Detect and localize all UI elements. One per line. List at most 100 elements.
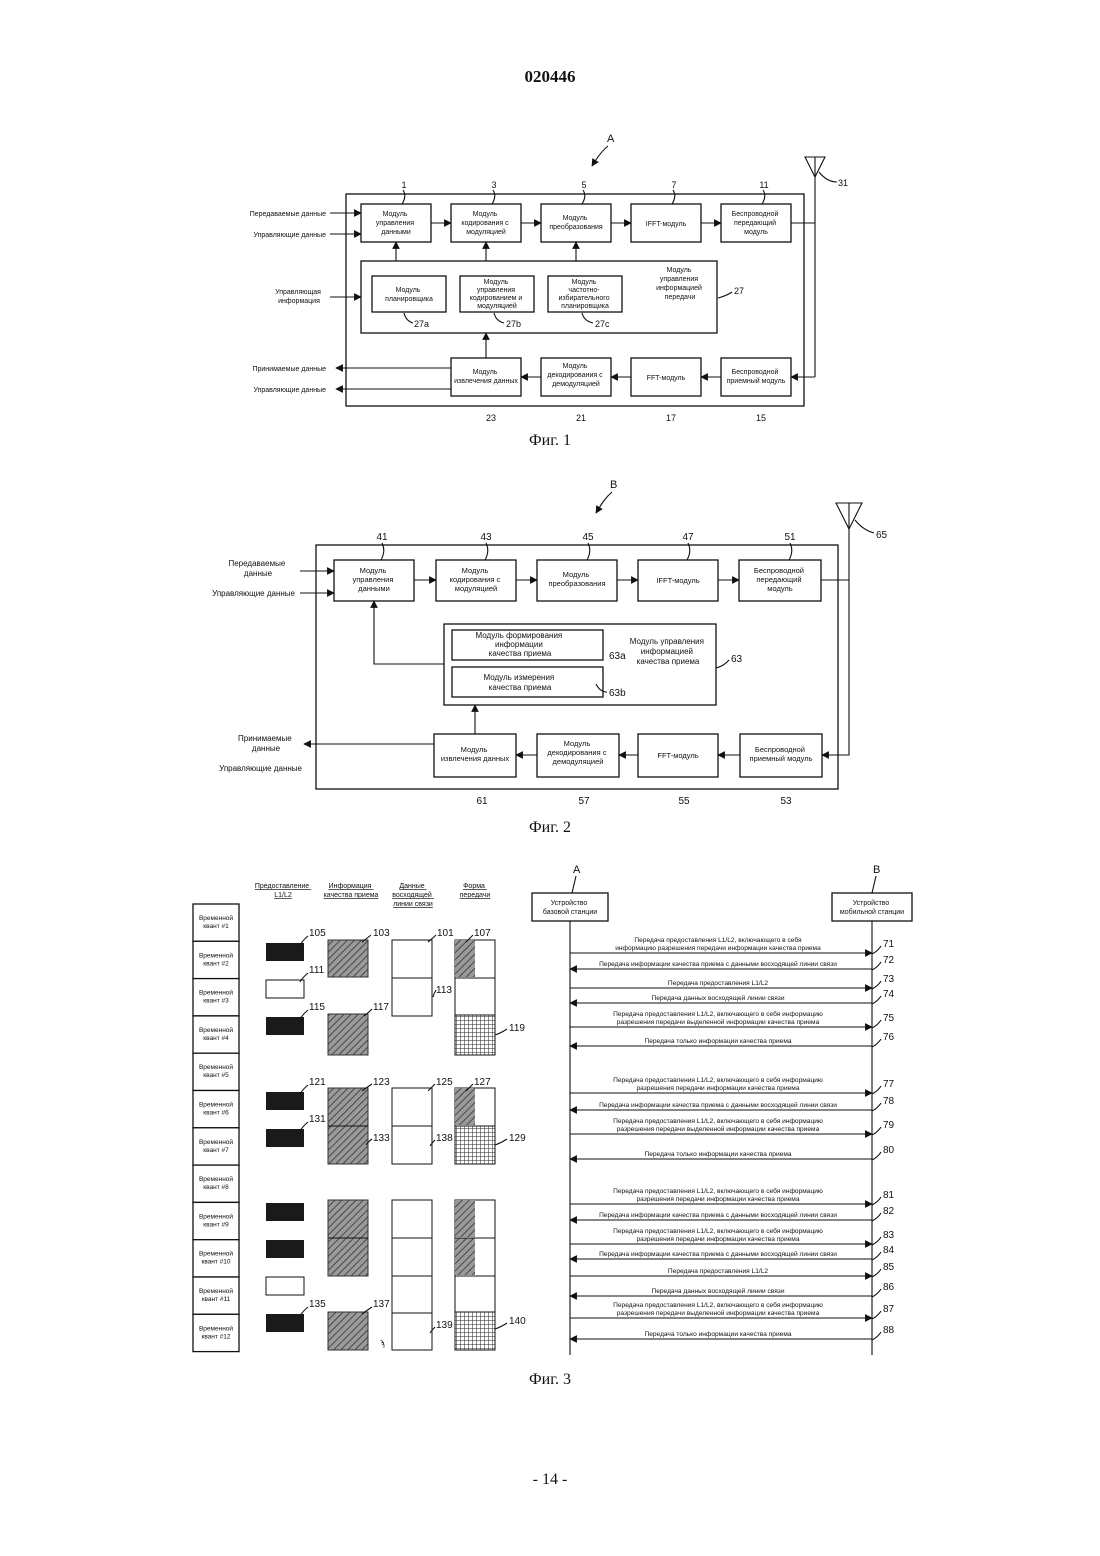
message-leader xyxy=(872,1289,881,1297)
fig2-ref-63a: 63a xyxy=(609,651,626,662)
fig1-rx-chain: Модуль извлечения данных 23 Модуль декод… xyxy=(451,358,815,423)
timeslot-label: Временнойквант #9 xyxy=(199,1212,233,1228)
message-leader xyxy=(872,1152,881,1160)
figure-2: B Модуль управления данными 41 Модуль ко… xyxy=(212,479,887,836)
ref-137: 137 xyxy=(373,1299,390,1310)
grant-block-105 xyxy=(266,943,304,961)
fig2-caption: Фиг. 2 xyxy=(529,819,571,836)
message-leader xyxy=(872,1269,881,1277)
message-ref: 71 xyxy=(883,939,895,950)
fig1-ref-27b: 27b xyxy=(506,319,521,329)
fig2-ref-47: 47 xyxy=(682,532,694,543)
message-ref: 77 xyxy=(883,1079,895,1090)
ref-123: 123 xyxy=(373,1077,390,1088)
message-leader xyxy=(872,1311,881,1319)
fig2-control-module-label: Модуль управления информацией качества п… xyxy=(630,637,706,666)
fig1-ref-21: 21 xyxy=(576,413,586,423)
fig1-block-11: Беспроводной передающий модуль 11 xyxy=(721,180,791,242)
fig2-ref-45: 45 xyxy=(582,532,594,543)
fig2-block-53: Беспроводной приемный модуль 53 xyxy=(740,734,822,807)
ref-101: 101 xyxy=(437,928,454,939)
fig2-antenna-icon xyxy=(836,503,862,580)
fig1-ref-31: 31 xyxy=(838,178,848,188)
fig1-control-module: Модуль управления информацией передачи 2… xyxy=(361,261,744,333)
message-leader xyxy=(872,946,881,954)
message-ref: 86 xyxy=(883,1282,895,1293)
form-block-140 xyxy=(455,1312,495,1350)
fig1-block-1: Модуль управления данными 1 xyxy=(361,180,431,242)
ref-103: 103 xyxy=(373,928,390,939)
message-label: Передача предоставления L1/L2, включающе… xyxy=(613,1076,823,1092)
fig2-quality-measure-module xyxy=(452,667,603,697)
timeslot-label: Временнойквант #4 xyxy=(199,1026,233,1042)
message-label: Передача информации качества приема с да… xyxy=(599,960,837,968)
message-label: Передача данных восходящей линии связи xyxy=(651,1287,784,1295)
fig1-ref-3: 3 xyxy=(491,180,496,190)
message-ref: 83 xyxy=(883,1230,895,1241)
fig1-ref-17: 17 xyxy=(666,413,676,423)
fig1-input-control-data: Управляющие данные xyxy=(253,232,326,239)
ref-121: 121 xyxy=(309,1077,326,1088)
fig1-control-info-label: Управляющая информация xyxy=(275,289,323,305)
quality-block-103 xyxy=(328,940,368,977)
fig1-ref-27a: 27a xyxy=(414,319,429,329)
fig1-block-17-label: FFT-модуль xyxy=(647,375,686,382)
fig1-antenna-icon xyxy=(805,157,825,377)
message-label: Передача предоставления L1/L2, включающе… xyxy=(613,1227,823,1243)
message-ref: 79 xyxy=(883,1120,895,1131)
form-107-quality-part xyxy=(455,940,475,977)
form-block-119 xyxy=(455,1015,495,1055)
fig1-ref-23: 23 xyxy=(486,413,496,423)
fig1-block-3: Модуль кодирования с модуляцией 3 xyxy=(451,180,521,242)
figure-3: Предоставление L1/L2 Информация качества… xyxy=(193,864,912,1388)
seq-left-letter: A xyxy=(573,864,581,876)
ref-127: 127 xyxy=(474,1077,491,1088)
fig1-block-15: Беспроводной приемный модуль 15 xyxy=(721,358,791,423)
base-station-box xyxy=(532,893,608,921)
fig3-col-grant: Предоставление L1/L2 xyxy=(255,883,311,899)
ref-125: 125 xyxy=(436,1077,453,1088)
mobile-station-box xyxy=(832,893,912,921)
fig3-col-form: Форма передачи xyxy=(460,883,491,899)
fig2-ref-53: 53 xyxy=(780,796,792,807)
message-ref: 76 xyxy=(883,1032,895,1043)
fig2-input-control-data: Управляющие данные xyxy=(212,589,295,598)
fig3-caption: Фиг. 3 xyxy=(529,1371,571,1388)
fig1-block-7-label: IFFT-модуль xyxy=(646,221,687,228)
fig1-ref-1: 1 xyxy=(401,180,406,190)
message-leader xyxy=(872,1213,881,1221)
message-label: Передача информации качества приема с да… xyxy=(599,1250,837,1258)
ref-139: 139 xyxy=(436,1320,453,1331)
fig2-ref-63: 63 xyxy=(731,654,743,665)
message-label: Передача предоставления L1/L2, включающе… xyxy=(613,1187,823,1203)
message-leader xyxy=(872,1039,881,1047)
fig2-ref-65: 65 xyxy=(876,530,888,541)
page-number: - 14 - xyxy=(533,1471,568,1488)
message-ref: 78 xyxy=(883,1096,895,1107)
fig1-block-5: Модуль преобразования 5 xyxy=(541,180,611,242)
grant-block-131 xyxy=(266,1129,304,1147)
message-ref: 85 xyxy=(883,1262,895,1273)
message-leader xyxy=(872,996,881,1004)
timeslot-label: Временнойквант #7 xyxy=(199,1138,233,1154)
uplink-block-slot9-12 xyxy=(392,1200,432,1350)
fig2-device-letter: B xyxy=(610,479,617,491)
ref-115: 115 xyxy=(309,1002,325,1013)
fig2-output-control-data: Управляющие данные xyxy=(219,764,302,773)
timeslot-label: Временнойквант #5 xyxy=(199,1063,233,1079)
fig1-input-tx-data: Передаваемые данные xyxy=(250,211,326,218)
stray-mark: ϡ xyxy=(380,1339,385,1348)
quality-block-117 xyxy=(328,1014,368,1055)
grant-block-slot11 xyxy=(266,1277,304,1295)
fig2-tx-chain: Модуль управления данными 41 Модуль коди… xyxy=(334,532,849,601)
fig1-ref-27c: 27c xyxy=(595,319,610,329)
fig2-ref-41: 41 xyxy=(376,532,388,543)
ref-129: 129 xyxy=(509,1133,526,1144)
ref-117: 117 xyxy=(373,1002,389,1013)
ref-135: 135 xyxy=(309,1299,326,1310)
message-label: Передача предоставления L1/L2, включающе… xyxy=(615,936,821,952)
message-leader xyxy=(872,1086,881,1094)
form-127-quality-part xyxy=(455,1088,475,1125)
fig2-block-41: Модуль управления данными 41 xyxy=(334,532,414,601)
fig2-ref-57: 57 xyxy=(578,796,590,807)
